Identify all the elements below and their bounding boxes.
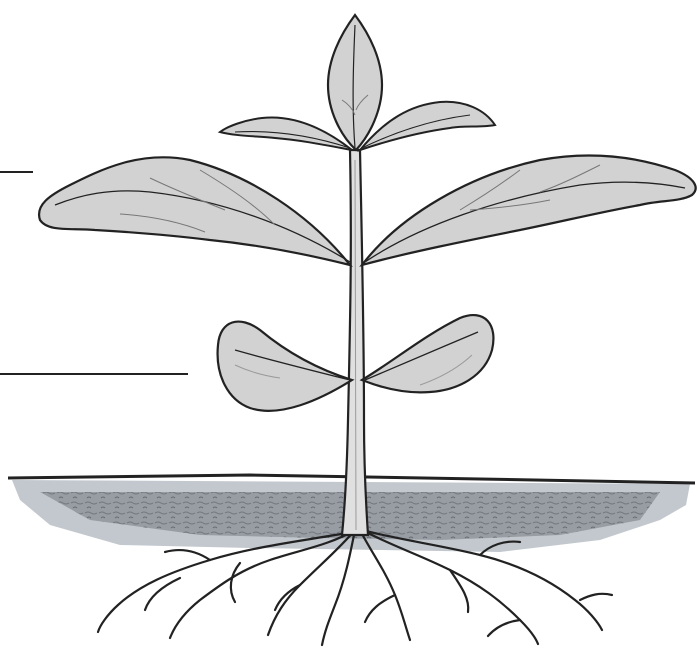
- terminal-bud-leaf: [328, 15, 382, 150]
- leaf-upper-left: [220, 117, 352, 150]
- stem: [342, 150, 368, 535]
- leaf-upper-right: [360, 102, 495, 150]
- cotyledon-left: [218, 322, 352, 411]
- leaf-right: [362, 155, 696, 265]
- cotyledon-right: [362, 315, 493, 392]
- leaf-left: [39, 157, 350, 265]
